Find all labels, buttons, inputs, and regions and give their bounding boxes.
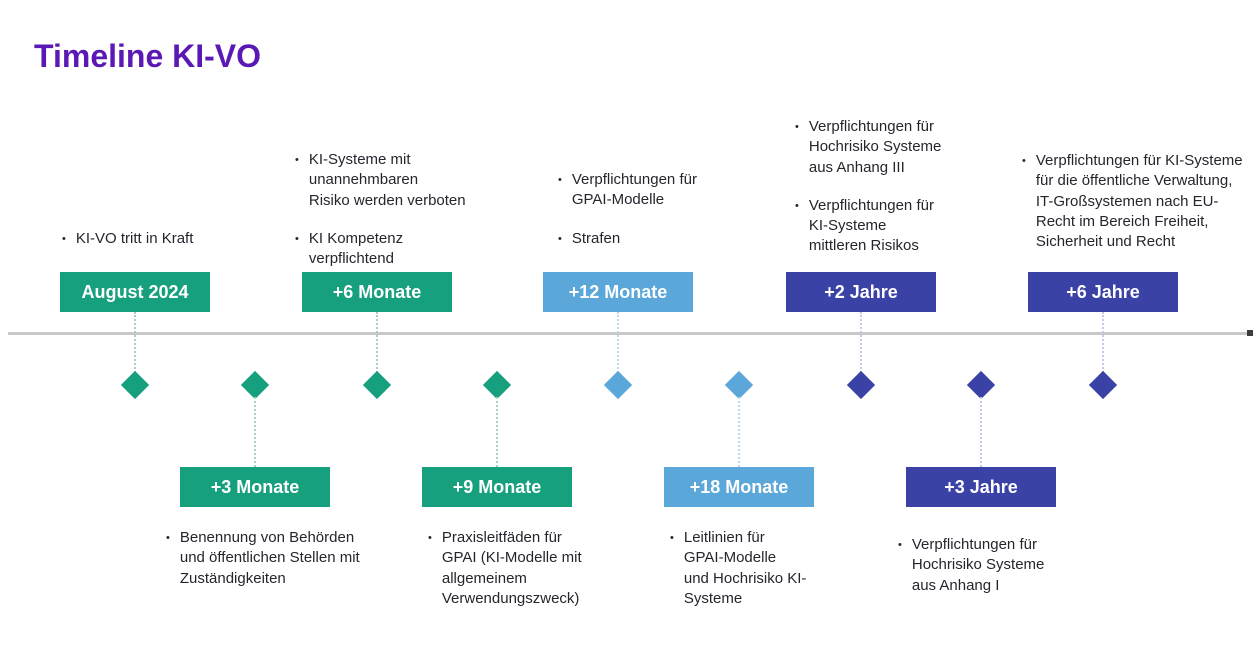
note-item: Leitlinien für GPAI-Modelle und Hochrisi… (670, 528, 845, 609)
note-text: Benennung von Behörden und öffentlichen … (179, 529, 360, 587)
milestone-notes: Benennung von Behörden und öffentlichen … (166, 528, 386, 589)
milestone-box: +18 Monate (664, 467, 814, 507)
milestone-notes: Leitlinien für GPAI-Modelle und Hochrisi… (670, 528, 845, 609)
note-text: KI-Systeme mit unannehmbaren Risiko werd… (308, 151, 466, 209)
note-item: Verpflichtungen für Hochrisiko Systeme a… (795, 117, 980, 178)
connector-line (980, 397, 982, 467)
timeline-diamond (603, 370, 633, 400)
milestone-label: +3 Jahre (944, 476, 1018, 497)
note-item: KI Kompetenz verpflichtend (295, 229, 485, 270)
milestone-label: August 2024 (81, 281, 189, 302)
milestone-notes: Verpflichtungen für KI-Systeme für die ö… (1022, 151, 1257, 252)
milestone-label: +12 Monate (568, 281, 668, 302)
milestone-label: +2 Jahre (824, 281, 898, 302)
timeline-diamond (724, 370, 754, 400)
milestone-box: August 2024 (60, 272, 210, 312)
milestone-notes: Verpflichtungen für GPAI-Modelle Strafen (558, 170, 733, 249)
milestone-notes: Verpflichtungen für Hochrisiko Systeme a… (898, 535, 1083, 596)
note-text: Verpflichtungen für KI-Systeme mittleren… (808, 196, 934, 255)
note-text: Strafen (571, 229, 621, 247)
timeline-axis (8, 332, 1248, 335)
milestone-box: +6 Jahre (1028, 272, 1178, 312)
timeline-diamond (362, 370, 392, 400)
milestone-notes: Praxisleitfäden für GPAI (KI-Modelle mit… (428, 528, 618, 609)
page-title: Timeline KI-VO (34, 38, 262, 74)
milestone-label: +18 Monate (689, 476, 789, 497)
milestone-label: +6 Monate (332, 281, 422, 302)
connector-line (860, 312, 862, 373)
connector-line (496, 397, 498, 467)
timeline-diamond (1088, 370, 1118, 400)
connector-line (254, 397, 256, 467)
milestone-notes: KI-Systeme mit unannehmbaren Risiko werd… (295, 150, 485, 269)
milestone-label: +6 Jahre (1066, 281, 1140, 302)
connector-line (738, 397, 740, 467)
note-text: Verpflichtungen für GPAI-Modelle (571, 171, 697, 209)
note-text: KI Kompetenz verpflichtend (308, 229, 404, 267)
note-item: Praxisleitfäden für GPAI (KI-Modelle mit… (428, 528, 618, 609)
timeline-diamond (846, 370, 876, 400)
connector-line (134, 312, 136, 373)
connector-line (376, 312, 378, 373)
timeline-diamond (966, 370, 996, 400)
note-text: Praxisleitfäden für GPAI (KI-Modelle mit… (441, 529, 582, 607)
milestone-label: +3 Monate (210, 476, 300, 497)
milestone-box: +3 Jahre (906, 467, 1056, 507)
timeline-diamond (482, 370, 512, 400)
milestone-notes: KI-VO tritt in Kraft (62, 229, 272, 249)
milestone-box: +9 Monate (422, 467, 572, 507)
note-text: Verpflichtungen für KI-Systeme für die ö… (1035, 152, 1243, 250)
timeline-diamond (240, 370, 270, 400)
note-item: Strafen (558, 229, 733, 249)
note-item: Verpflichtungen für KI-Systeme für die ö… (1022, 151, 1257, 252)
milestone-box: +3 Monate (180, 467, 330, 507)
milestone-box: +6 Monate (302, 272, 452, 312)
timeline-end-marker (1247, 330, 1253, 336)
note-item: KI-Systeme mit unannehmbaren Risiko werd… (295, 150, 485, 211)
note-item: KI-VO tritt in Kraft (62, 229, 272, 249)
note-item: Verpflichtungen für Hochrisiko Systeme a… (898, 535, 1083, 596)
milestone-label: +9 Monate (452, 476, 542, 497)
milestone-box: +2 Jahre (786, 272, 936, 312)
connector-line (617, 312, 619, 373)
note-text: Verpflichtungen für Hochrisiko Systeme a… (911, 536, 1045, 594)
note-text: Leitlinien für GPAI-Modelle und Hochrisi… (683, 529, 807, 607)
note-item: Verpflichtungen für KI-Systeme mittleren… (795, 196, 980, 257)
connector-line (1102, 312, 1104, 373)
milestone-box: +12 Monate (543, 272, 693, 312)
note-text: Verpflichtungen für Hochrisiko Systeme a… (808, 118, 942, 176)
milestone-notes: Verpflichtungen für Hochrisiko Systeme a… (795, 117, 980, 257)
note-text: KI-VO tritt in Kraft (75, 230, 194, 247)
timeline-diamond (120, 370, 150, 400)
note-item: Benennung von Behörden und öffentlichen … (166, 528, 386, 589)
note-item: Verpflichtungen für GPAI-Modelle (558, 170, 733, 211)
